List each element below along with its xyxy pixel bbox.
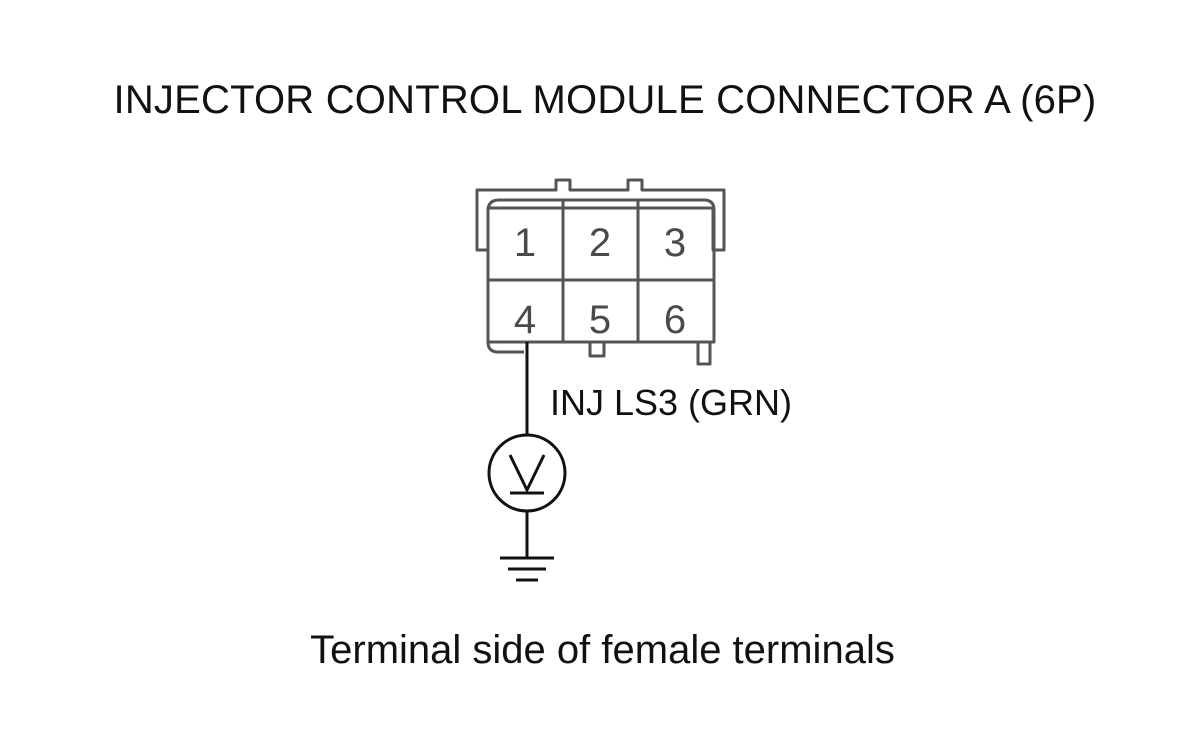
pin-label: 3 — [664, 221, 686, 265]
pin-label: 2 — [589, 221, 611, 265]
diagram-caption: Terminal side of female terminals — [310, 628, 895, 672]
pin-label: 4 — [514, 298, 536, 342]
pin-label: 1 — [514, 221, 536, 265]
voltmeter-icon — [487, 433, 567, 513]
connector-housing — [475, 178, 726, 366]
diagram-title: INJECTOR CONTROL MODULE CONNECTOR A (6P) — [113, 78, 1097, 122]
wire-label: INJ LS3 (GRN) — [550, 382, 793, 423]
pin-label: 5 — [589, 298, 611, 342]
ground-icon — [500, 556, 554, 582]
pin-label: 6 — [664, 298, 686, 342]
